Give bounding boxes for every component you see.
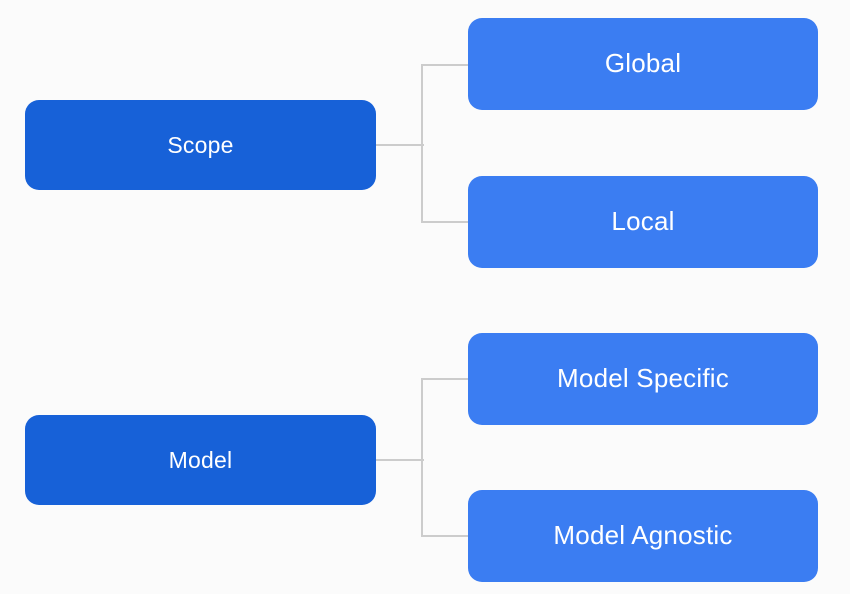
connector-model-stub — [376, 459, 424, 461]
connector-scope-trunk — [421, 64, 423, 223]
node-scope-label: Scope — [167, 131, 234, 158]
connector-scope-stub — [376, 144, 424, 146]
connector-model-trunk — [421, 378, 423, 536]
node-model-agnostic-label: Model Agnostic — [553, 520, 733, 551]
node-model[interactable]: Model — [25, 415, 376, 505]
node-local-label: Local — [611, 206, 675, 237]
node-global[interactable]: Global — [468, 18, 818, 110]
node-local[interactable]: Local — [468, 176, 818, 268]
node-model-label: Model — [168, 446, 233, 473]
node-model-specific-label: Model Specific — [557, 363, 729, 394]
connector-branch-model-agnostic — [421, 535, 470, 537]
connector-branch-model-specific — [421, 378, 470, 380]
node-model-agnostic[interactable]: Model Agnostic — [468, 490, 818, 582]
node-scope[interactable]: Scope — [25, 100, 376, 190]
connector-branch-local — [421, 221, 470, 223]
node-global-label: Global — [604, 48, 682, 79]
node-model-specific[interactable]: Model Specific — [468, 333, 818, 425]
connector-branch-global — [421, 64, 470, 66]
